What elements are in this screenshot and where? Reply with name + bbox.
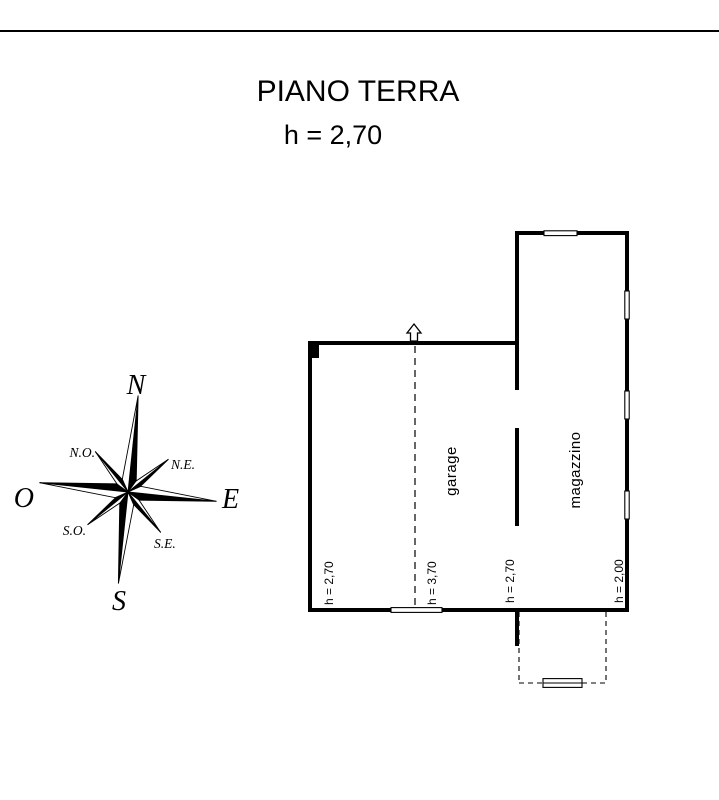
compass-star-cardinals: [39, 395, 217, 584]
compass-star-diagonals: [87, 451, 169, 533]
entrance-arrow-icon: [405, 322, 423, 342]
compass-label-southeast: S.E.: [154, 536, 176, 551]
height-label-ridge: h = 3,70: [425, 561, 439, 605]
compass-label-east: E: [221, 484, 239, 515]
garage-pilaster: [312, 345, 319, 358]
height-label-magazzino: h = 2,00: [612, 559, 626, 603]
magazzino-right-window-3-icon: [624, 490, 630, 520]
height-label-garage-left: h = 2,70: [322, 561, 336, 605]
compass-label-north: N: [126, 370, 147, 401]
compass-label-west: O: [14, 483, 34, 514]
window-symbols: [390, 230, 630, 613]
floor-plan-walls: [308, 231, 629, 646]
magazzino-top-window-icon: [543, 230, 578, 237]
compass-label-south: S: [112, 586, 126, 617]
compass-label-northeast: N.E.: [170, 457, 195, 472]
room-label-magazzino: magazzino: [567, 431, 584, 508]
page-title: PIANO TERRA: [257, 75, 460, 108]
garage-door-icon: [390, 607, 443, 613]
compass-rose: N S E O N.O. N.E. S.O. S.E.: [14, 370, 239, 617]
height-label-garage-right: h = 2,70: [503, 559, 517, 603]
compass-label-northwest: N.O.: [68, 445, 95, 460]
magazzino-right-window-1-icon: [624, 290, 630, 320]
porch-dashed-outline: [518, 612, 607, 688]
room-label-garage: garage: [443, 446, 460, 496]
magazzino-right-window-2-icon: [624, 390, 630, 420]
page-height-label: h = 2,70: [284, 120, 382, 150]
compass-label-southwest: S.O.: [63, 523, 86, 538]
